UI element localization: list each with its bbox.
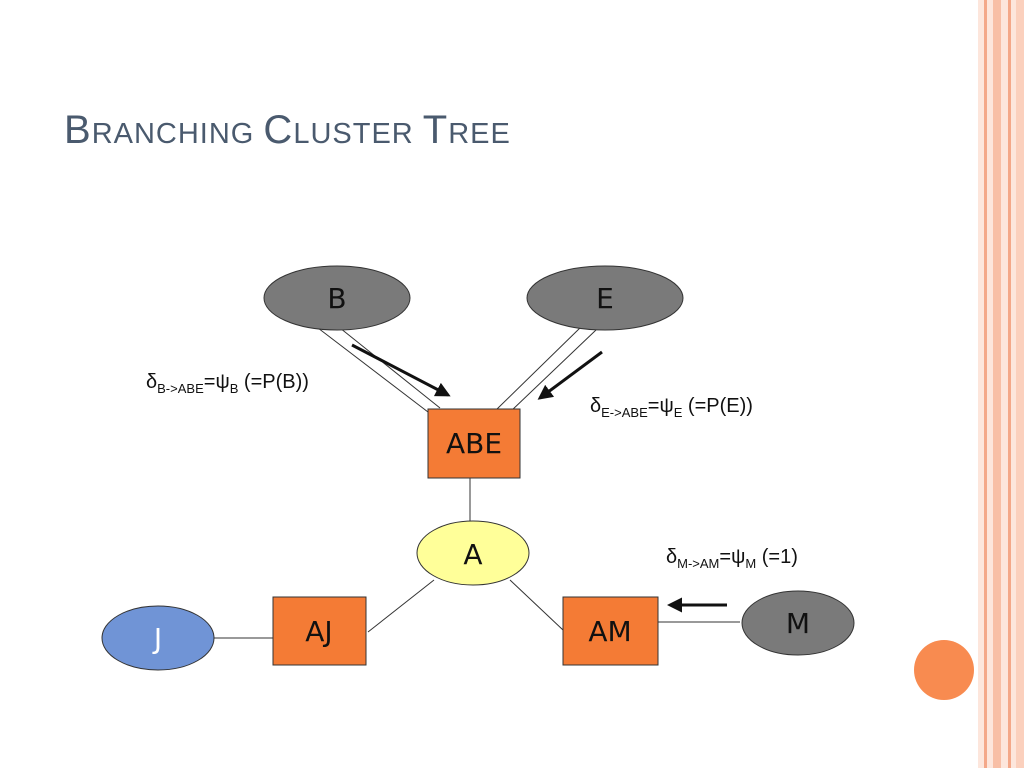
title-part: T [422,108,449,152]
node-aj-label: AJ [305,615,332,648]
node-am-label: AM [588,615,631,648]
slide-title: BRANCHING CLUSTER TREE [64,108,511,153]
edge-b-abe-2 [339,327,441,409]
frame-stripe-line-1 [984,0,987,768]
arrow-b-to-abe [351,343,451,397]
message-e-abe: δE->ABE=ψE (=P(E)) [590,395,753,420]
node-a: A [416,520,530,586]
node-j-label: J [152,622,162,655]
edges [214,325,740,639]
node-a-label: A [463,538,482,571]
title-part: C [263,108,294,152]
node-abe: ABE [427,408,521,479]
node-aj: AJ [272,596,367,666]
message-m-am: δM->AM=ψM (=1) [666,546,798,571]
title-part: LUSTER [293,118,423,150]
node-m-label: M [786,607,810,640]
node-b-label: B [327,282,346,315]
decorative-dot [914,640,974,700]
message-b-abe: δB->ABE=ψB (=P(B)) [146,371,309,396]
title-part: REE [448,118,511,150]
title-part: RANCHING [91,118,264,150]
edge-e-abe-1 [495,325,583,411]
node-e-label: E [596,282,614,315]
title-part: B [64,108,92,152]
frame-stripe-line-3 [1008,0,1011,768]
node-abe-label: ABE [446,427,502,460]
arrow-e-to-abe [537,350,603,400]
edge-a-am [509,579,564,631]
edge-b-abe-1 [317,327,429,413]
node-am: AM [562,596,659,666]
edge-e-abe-2 [509,329,597,413]
node-m: M [741,590,855,656]
node-j: J [101,605,215,671]
node-e: E [526,265,684,331]
frame-stripe-line-2 [993,0,1001,768]
message-arrows [351,343,727,613]
node-b: B [263,265,411,331]
frame-stripe-line-4 [1016,0,1024,768]
edge-a-aj [367,579,435,633]
